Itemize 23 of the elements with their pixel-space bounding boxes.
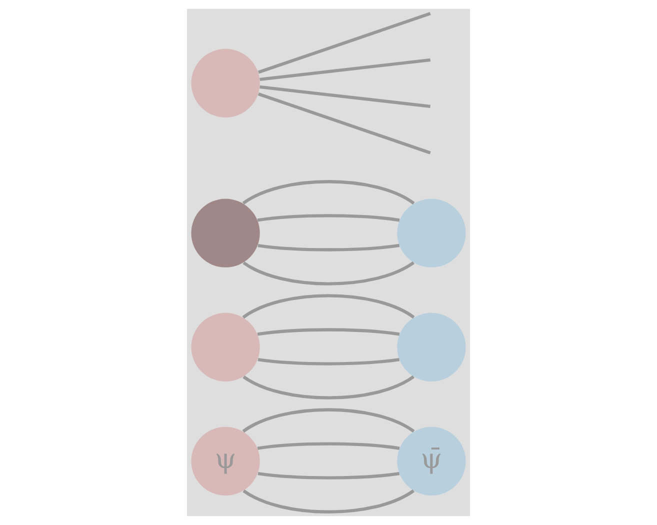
connector xyxy=(242,408,415,433)
connector xyxy=(257,442,400,450)
node-circle: ψ̄ xyxy=(397,426,466,496)
node-circle xyxy=(397,198,466,268)
connector xyxy=(242,261,414,286)
connector xyxy=(242,375,414,400)
node-circle xyxy=(397,312,466,382)
connector xyxy=(258,12,431,74)
node-circle xyxy=(191,312,260,382)
node-circle xyxy=(191,48,260,118)
connector xyxy=(260,85,430,108)
node-circle xyxy=(191,198,260,268)
connector xyxy=(257,214,400,222)
connector xyxy=(258,358,400,366)
connector xyxy=(257,328,400,336)
connector xyxy=(260,58,430,81)
connector xyxy=(242,180,415,205)
connector xyxy=(258,92,431,154)
connector xyxy=(242,294,415,319)
connector xyxy=(258,472,400,480)
node-circle: ψ xyxy=(191,426,260,496)
connector xyxy=(258,244,400,252)
connector xyxy=(242,489,414,514)
